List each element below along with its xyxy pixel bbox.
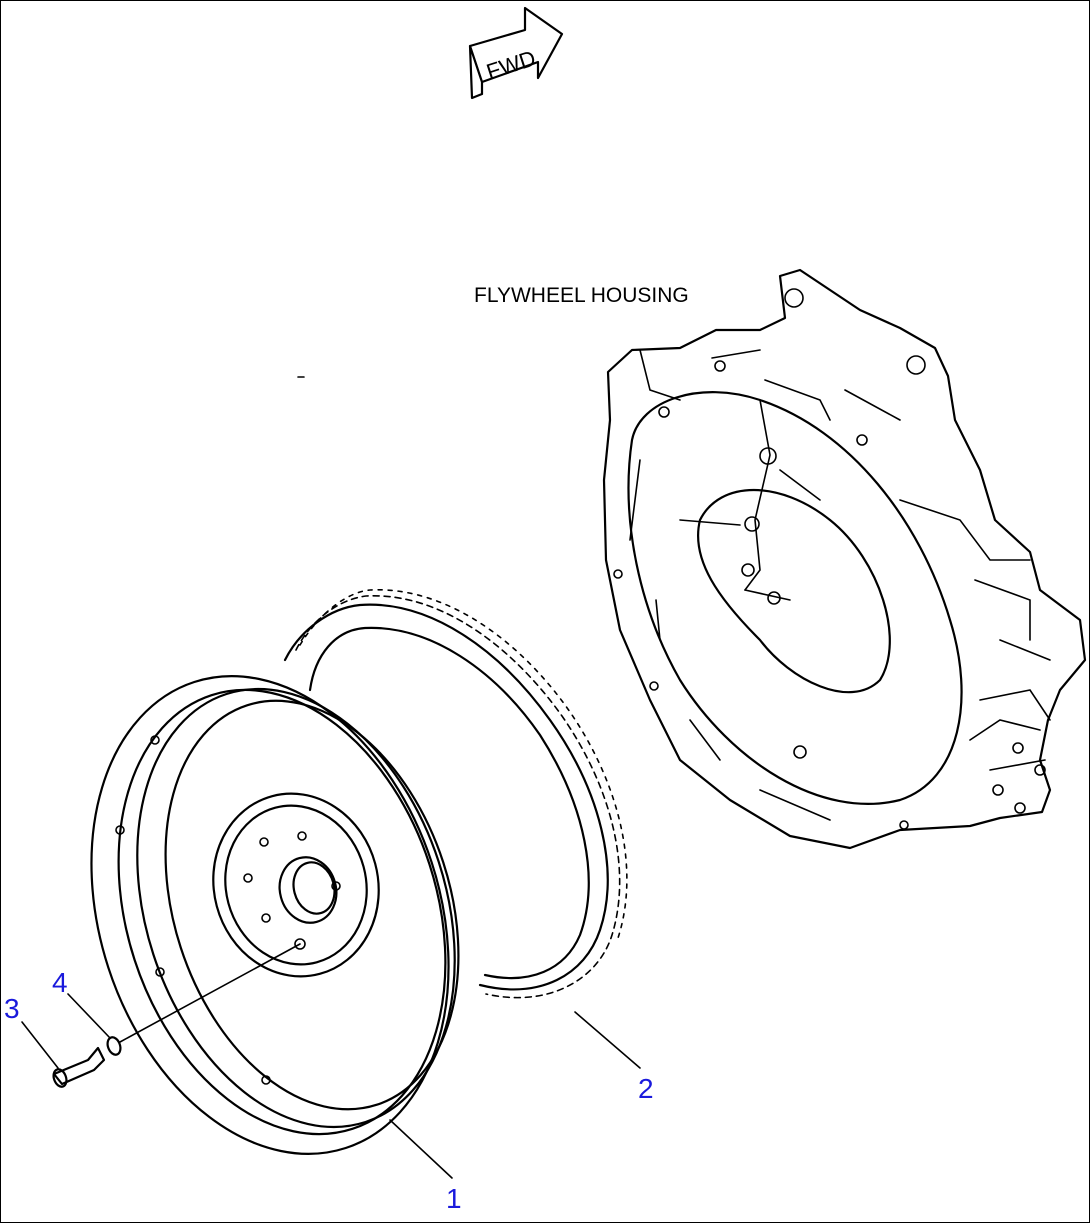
- fwd-indicator: FWD: [468, 6, 564, 100]
- forward-arrow-icon: [468, 6, 564, 100]
- ring-gear-drawing: [283, 589, 628, 999]
- flywheel-housing-label: FLYWHEEL HOUSING: [474, 284, 689, 307]
- callout-4[interactable]: 4: [52, 967, 68, 998]
- leader-line-3: [21, 1021, 59, 1069]
- flywheel-drawing: [90, 675, 460, 1155]
- leader-line-2: [574, 1011, 641, 1069]
- leader-line-4: [67, 993, 111, 1039]
- washer-drawing: [106, 1036, 122, 1056]
- bolt-alignment-line: [119, 943, 301, 1043]
- bolt-drawing: [52, 1046, 106, 1088]
- callout-3[interactable]: 3: [4, 993, 20, 1024]
- flywheel-housing-drawing: [602, 268, 1087, 850]
- fwd-text: FWD: [483, 45, 538, 84]
- leader-line-1: [389, 1119, 453, 1179]
- callout-2[interactable]: 2: [638, 1073, 654, 1104]
- callout-1[interactable]: 1: [446, 1183, 462, 1214]
